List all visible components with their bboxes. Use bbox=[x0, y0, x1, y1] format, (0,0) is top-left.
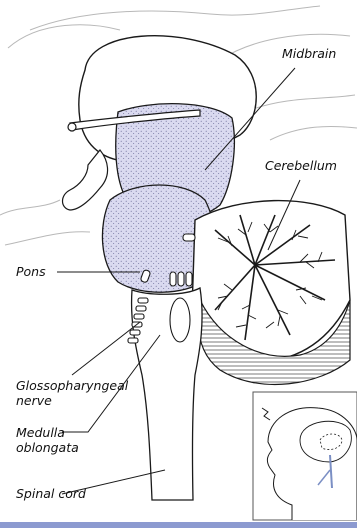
label-spinal-cord: Spinal cord bbox=[16, 486, 86, 501]
medulla-spinal-cord bbox=[132, 288, 203, 500]
label-medulla-oblongata: Medulla oblongata bbox=[16, 425, 79, 455]
pituitary bbox=[63, 150, 108, 210]
olive bbox=[170, 298, 190, 342]
label-pons-text: Pons bbox=[16, 264, 46, 279]
label-medulla-line2: oblongata bbox=[16, 440, 79, 455]
label-glossopharyngeal-line1: Glossopharyngeal bbox=[16, 378, 128, 393]
label-cerebellum-text: Cerebellum bbox=[265, 158, 337, 173]
label-glossopharyngeal-line2: nerve bbox=[16, 393, 128, 408]
label-cerebellum: Cerebellum bbox=[265, 158, 337, 173]
label-spinal-cord-text: Spinal cord bbox=[16, 486, 86, 501]
label-pons: Pons bbox=[16, 264, 46, 279]
label-midbrain-text: Midbrain bbox=[282, 46, 336, 61]
tract-end bbox=[68, 123, 76, 131]
label-glossopharyngeal-nerve: Glossopharyngeal nerve bbox=[16, 378, 128, 408]
cerebellum bbox=[192, 201, 350, 385]
label-medulla-line1: Medulla bbox=[16, 425, 79, 440]
bottom-bar bbox=[0, 522, 357, 528]
label-midbrain: Midbrain bbox=[282, 46, 336, 61]
inset-head bbox=[253, 392, 357, 520]
